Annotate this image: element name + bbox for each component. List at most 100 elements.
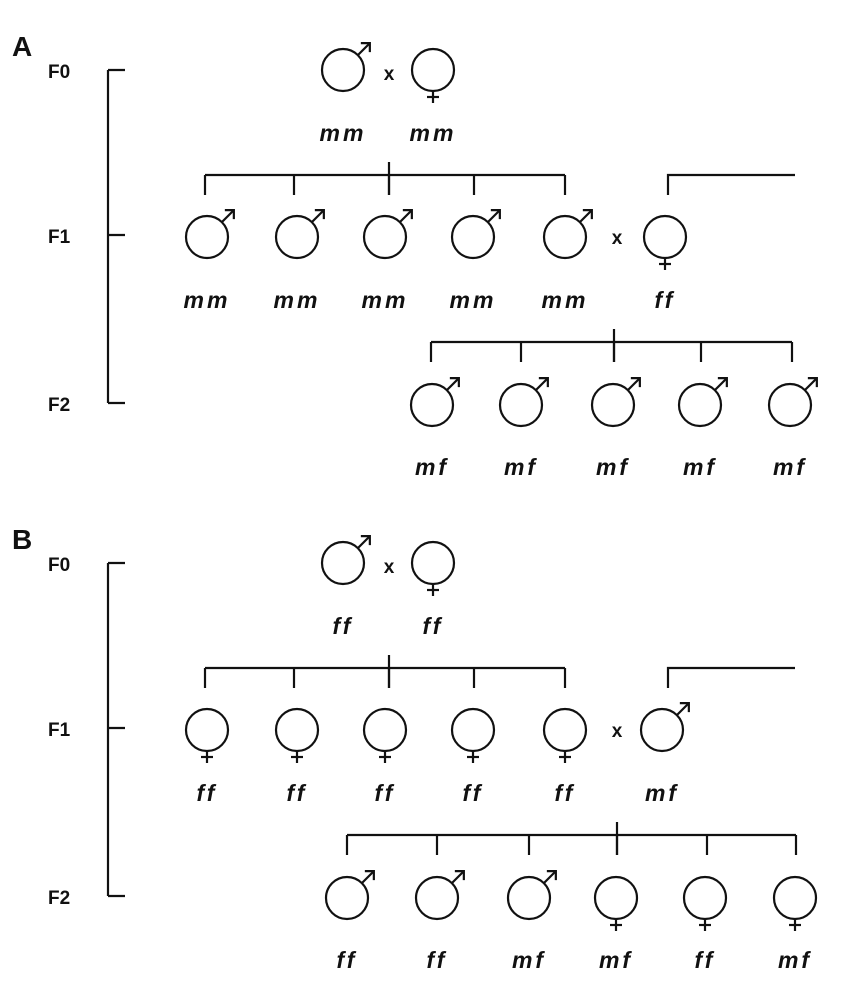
symbol-circle [639, 707, 685, 753]
female-symbol-icon [772, 875, 818, 931]
male-arrow-shaft [311, 209, 325, 223]
genotype-label: ff [337, 947, 358, 973]
symbol-circle [274, 707, 320, 753]
generation-label-f1: F1 [48, 227, 71, 248]
genotype-label: mm [362, 287, 409, 313]
symbol-circle [682, 875, 728, 921]
symbol-circle [450, 707, 496, 753]
male-arrowhead [679, 702, 690, 713]
genotype-label: mf [512, 947, 546, 973]
male-arrow-shaft [357, 42, 371, 56]
male-arrowhead [538, 377, 549, 388]
genotype-label: ff [555, 780, 576, 806]
male-arrowhead [717, 377, 728, 388]
female-symbol-icon [184, 707, 230, 763]
male-arrowhead [454, 870, 465, 881]
male-symbol-icon [590, 377, 641, 428]
male-arrow-shaft [399, 209, 413, 223]
male-arrowhead [449, 377, 460, 388]
symbol-circle [410, 47, 456, 93]
symbol-circle [542, 214, 588, 260]
cross-symbol: x [612, 228, 623, 249]
male-arrowhead [582, 209, 593, 220]
male-arrowhead [630, 377, 641, 388]
male-arrow-shaft [804, 377, 818, 391]
cross-symbol: x [612, 721, 623, 742]
genotype-label: mm [450, 287, 497, 313]
male-arrow-shaft [627, 377, 641, 391]
symbol-circle [506, 875, 552, 921]
generation-label-f1: F1 [48, 720, 71, 741]
male-arrow-shaft [714, 377, 728, 391]
male-arrow-shaft [451, 870, 465, 884]
symbol-circle [642, 214, 688, 260]
panel-label: B [12, 524, 32, 555]
symbol-circle [274, 214, 320, 260]
female-symbol-icon [642, 214, 688, 270]
male-arrow-shaft [446, 377, 460, 391]
male-symbol-icon [409, 377, 460, 428]
genotype-label: mm [320, 120, 367, 146]
male-arrowhead [546, 870, 557, 881]
genotype-label: mf [596, 454, 630, 480]
genotype-label: mf [645, 780, 679, 806]
symbol-circle [590, 382, 636, 428]
genotype-label: mm [410, 120, 457, 146]
male-symbol-icon [498, 377, 549, 428]
male-arrow-shaft [487, 209, 501, 223]
male-symbol-icon [362, 209, 413, 260]
genotype-label: mf [504, 454, 538, 480]
symbol-circle [409, 382, 455, 428]
symbol-circle [184, 214, 230, 260]
male-symbol-icon [414, 870, 465, 921]
panel-label: A [12, 31, 32, 62]
genotype-label: mf [683, 454, 717, 480]
symbol-circle [677, 382, 723, 428]
genotype-label: ff [375, 780, 396, 806]
female-symbol-icon [362, 707, 408, 763]
symbol-circle [542, 707, 588, 753]
female-symbol-icon [410, 540, 456, 596]
male-symbol-icon [542, 209, 593, 260]
male-arrowhead [314, 209, 325, 220]
genotype-label: mf [778, 947, 812, 973]
male-arrowhead [490, 209, 501, 220]
symbol-circle [320, 47, 366, 93]
male-arrow-shaft [579, 209, 593, 223]
genotype-label: mf [599, 947, 633, 973]
male-arrowhead [360, 42, 371, 53]
male-arrow-shaft [357, 535, 371, 549]
symbol-circle [410, 540, 456, 586]
male-arrow-shaft [221, 209, 235, 223]
symbol-circle [414, 875, 460, 921]
symbol-circle [593, 875, 639, 921]
symbol-circle [362, 214, 408, 260]
male-symbol-icon [184, 209, 235, 260]
cross-symbol: x [384, 557, 395, 578]
female-symbol-icon [542, 707, 588, 763]
genotype-label: mf [773, 454, 807, 480]
female-symbol-icon [450, 707, 496, 763]
female-symbol-icon [410, 47, 456, 103]
male-arrowhead [402, 209, 413, 220]
male-arrowhead [807, 377, 818, 388]
male-arrow-shaft [535, 377, 549, 391]
symbol-circle [450, 214, 496, 260]
generation-label-f0: F0 [48, 62, 70, 83]
symbol-circle [498, 382, 544, 428]
male-symbol-icon [324, 870, 375, 921]
genotype-label: mm [274, 287, 321, 313]
cross-symbol: x [384, 64, 395, 85]
female-symbol-icon [593, 875, 639, 931]
mate-origin-line [666, 173, 795, 195]
symbol-circle [362, 707, 408, 753]
genotype-label: mm [184, 287, 231, 313]
male-arrowhead [360, 535, 371, 546]
genotype-label: mf [415, 454, 449, 480]
male-arrowhead [224, 209, 235, 220]
female-symbol-icon [682, 875, 728, 931]
male-symbol-icon [767, 377, 818, 428]
